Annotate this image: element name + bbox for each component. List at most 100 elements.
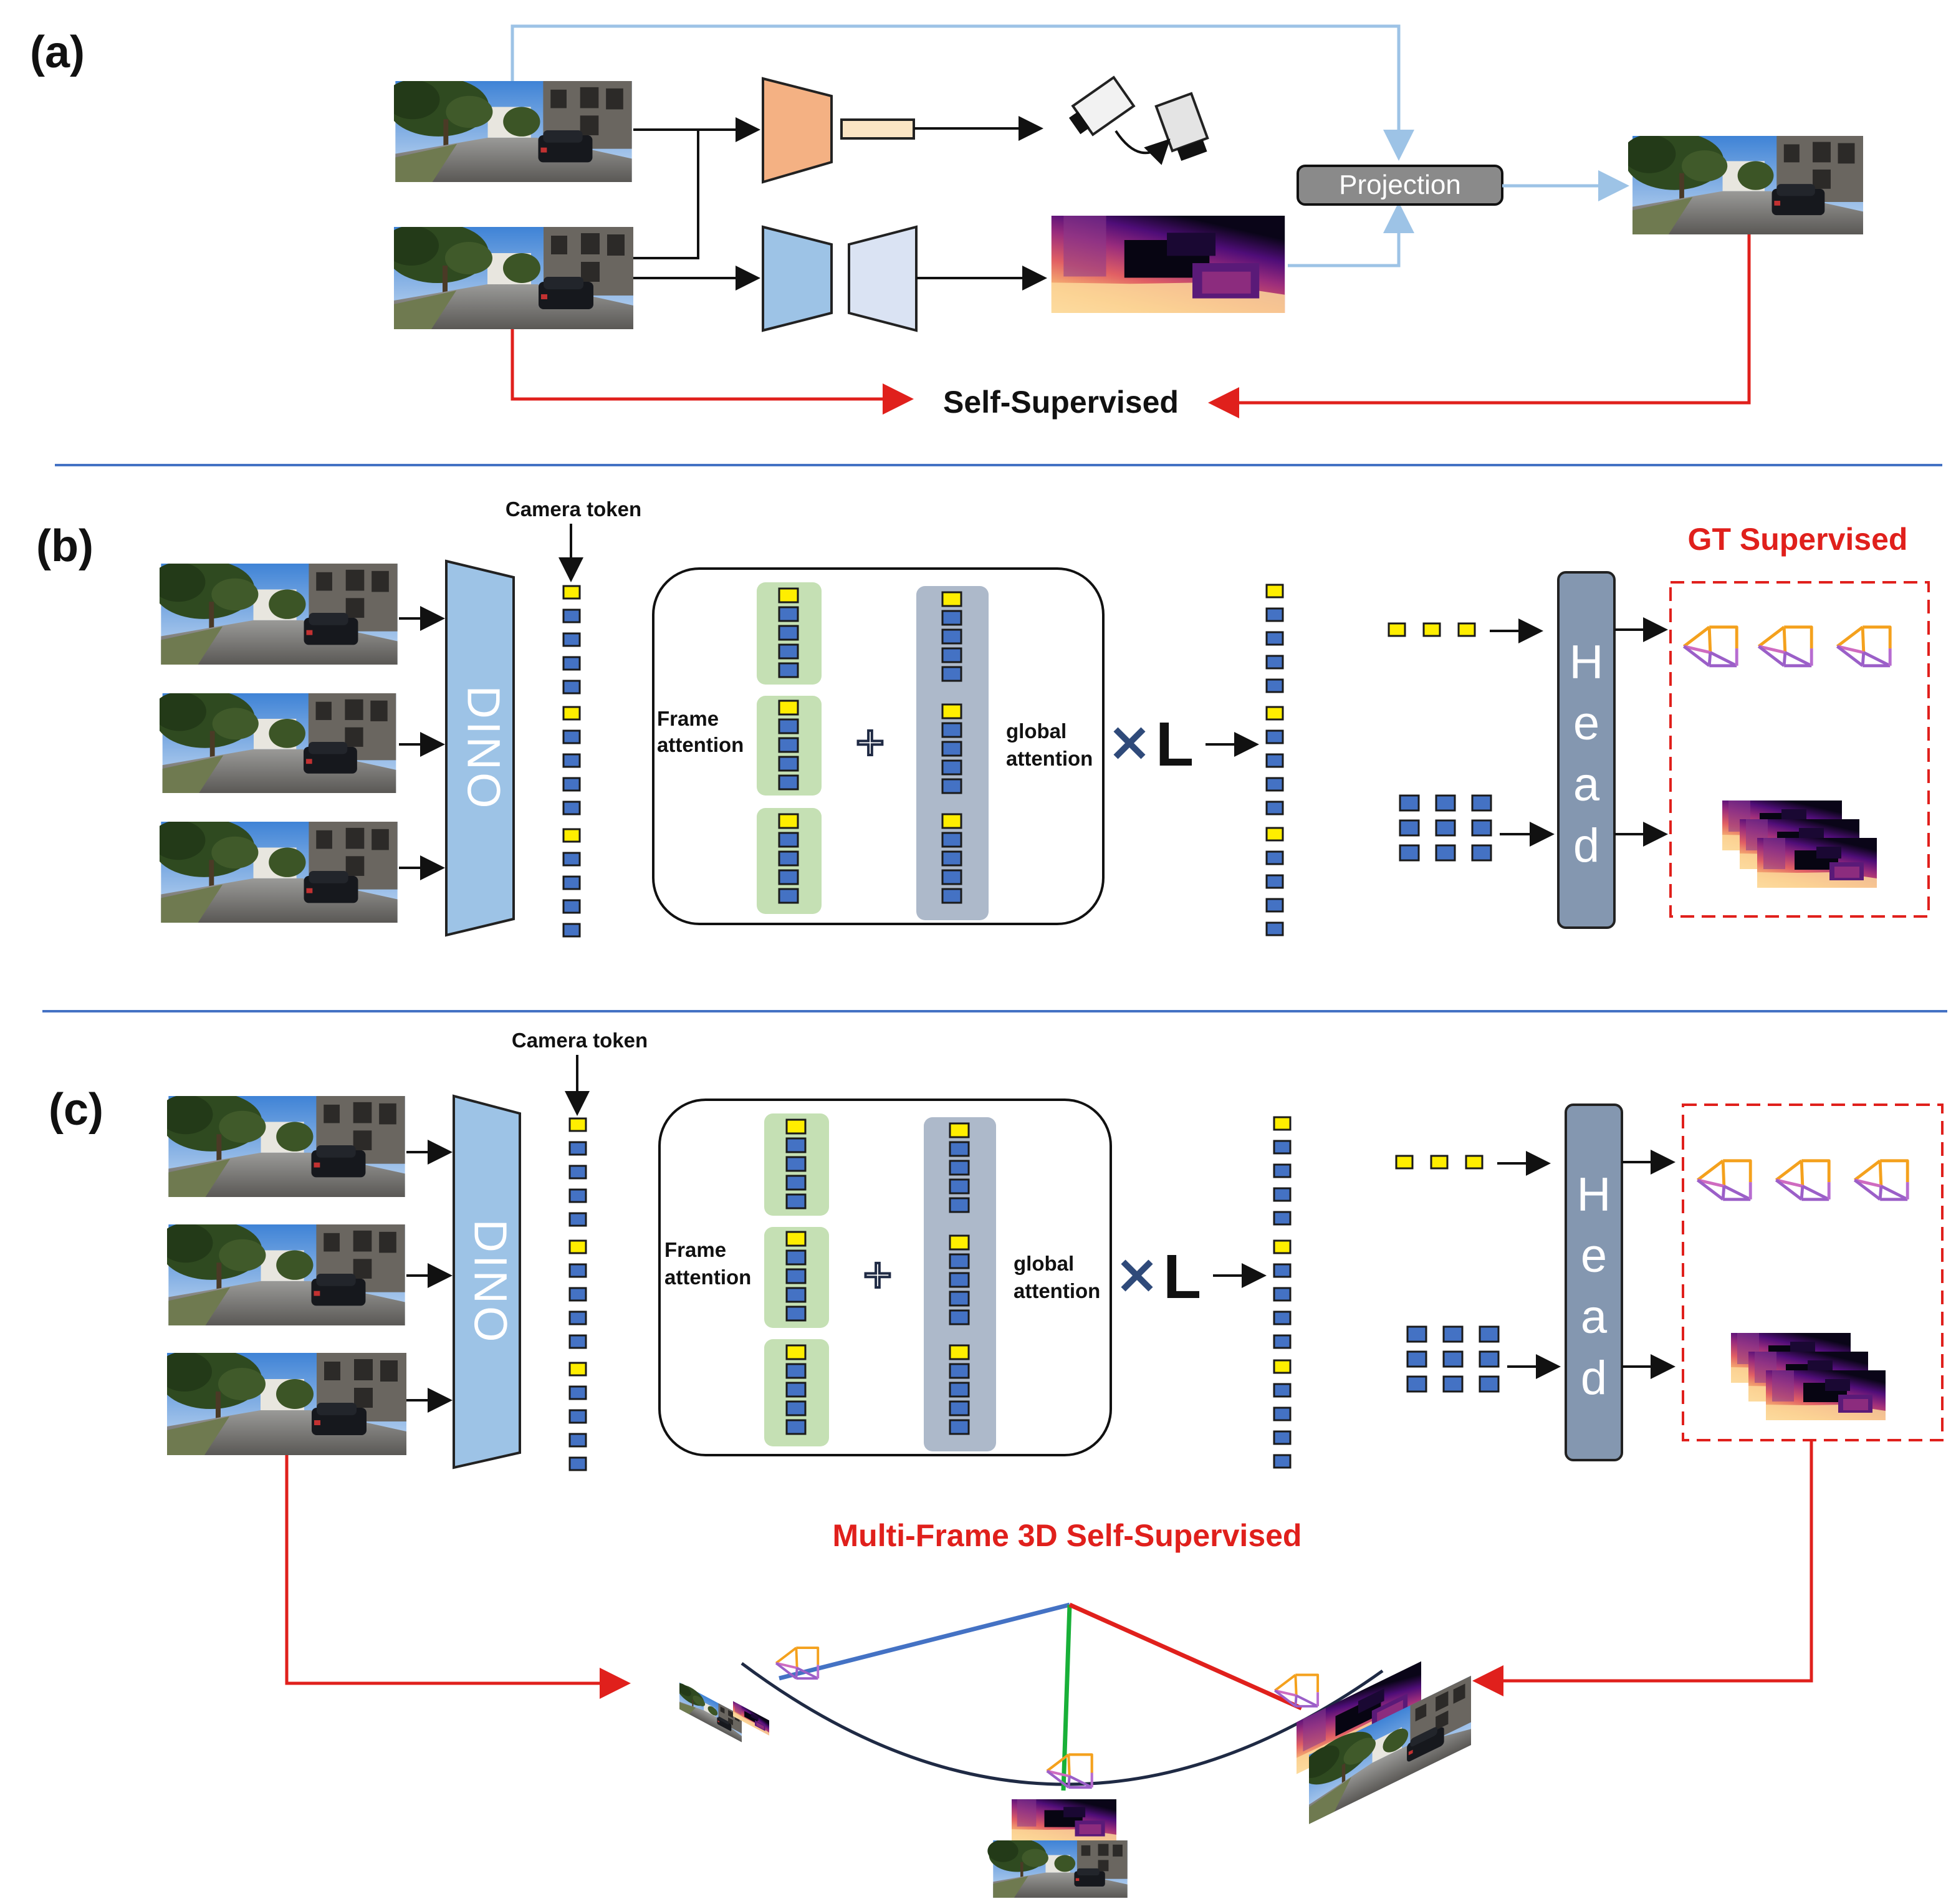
depth-encoder [762, 225, 833, 332]
warped-frame-left [679, 1680, 769, 1743]
patch-token [785, 1400, 807, 1416]
patch-token [778, 869, 799, 885]
patch-token [949, 1400, 970, 1416]
patch-token [1479, 1350, 1500, 1368]
patch-token [562, 923, 581, 938]
global-attention-label-1: global [1006, 719, 1067, 743]
patch-token [568, 1433, 587, 1448]
patch-token [941, 647, 962, 663]
patch-token [1273, 1454, 1292, 1469]
camera-token [1388, 622, 1406, 637]
camera-token [785, 1231, 807, 1247]
patch-token [941, 666, 962, 682]
camera-tokens-row [1388, 622, 1476, 637]
head-letter: e [1581, 1229, 1607, 1282]
attention-tokens [778, 587, 962, 904]
panel-b-label: (b) [36, 521, 93, 571]
patch-token [562, 632, 581, 647]
patch-token [785, 1268, 807, 1284]
camera-token [1265, 584, 1284, 599]
patch-token [785, 1175, 807, 1191]
depth-output [1766, 1370, 1886, 1420]
head-letter: a [1581, 1291, 1608, 1344]
camera-token [1395, 1155, 1414, 1170]
patch-token [1273, 1383, 1292, 1398]
camera-token [568, 1239, 587, 1254]
self-supervised-label: Self-Supervised [943, 385, 1179, 420]
patch-token [568, 1165, 587, 1180]
reconstructed-image [1628, 136, 1863, 234]
depth-map [1051, 216, 1285, 313]
patch-token [1273, 1187, 1292, 1202]
camera-token [562, 706, 581, 721]
camera-token [562, 828, 581, 843]
camera-trajectory [741, 1661, 1384, 1786]
patch-token [1406, 1375, 1427, 1393]
patch-token [941, 869, 962, 885]
patch-token [949, 1197, 970, 1213]
camera-token [1265, 706, 1284, 721]
target-image [394, 227, 633, 329]
gt-supervised-label: GT Supervised [1688, 522, 1908, 557]
patch-token [1273, 1211, 1292, 1226]
camera-token [949, 1122, 970, 1138]
panel-a: (a) Projection [30, 24, 1863, 420]
patch-token [1273, 1406, 1292, 1421]
patch-token [562, 753, 581, 768]
patch-token [1442, 1350, 1464, 1368]
global-attention-label-2: attention [1006, 747, 1093, 770]
patch-token [949, 1141, 970, 1157]
patch-token [568, 1456, 587, 1471]
camera-token [949, 1344, 970, 1360]
camera-token [1422, 622, 1441, 637]
camera-token [562, 585, 581, 600]
patch-token [941, 628, 962, 645]
camera-token [1465, 1155, 1484, 1170]
camera-token [949, 1234, 970, 1251]
patch-token [941, 888, 962, 904]
patch-token [562, 899, 581, 914]
patch-token [1273, 1140, 1292, 1155]
frame-attention-label-2: attention [657, 733, 744, 756]
patch-token [568, 1263, 587, 1278]
patch-token [949, 1253, 970, 1269]
camera-pose-icon [1758, 627, 1811, 666]
input-frame-3 [160, 822, 398, 923]
patch-token [778, 606, 799, 622]
patch-token [778, 756, 799, 772]
camera-token [785, 1118, 807, 1135]
camera-token [1430, 1155, 1449, 1170]
patch-token [568, 1409, 587, 1424]
patch-token [941, 741, 962, 757]
patch-token [949, 1178, 970, 1195]
patch-token [1442, 1375, 1464, 1393]
patch-token [1273, 1310, 1292, 1325]
patch-token [941, 610, 962, 626]
patch-token [568, 1287, 587, 1302]
camera-token [941, 591, 962, 607]
patch-token [562, 777, 581, 792]
patch-token [1435, 794, 1456, 812]
patch-token [778, 774, 799, 791]
patch-token [1265, 874, 1284, 889]
camera-token [568, 1117, 587, 1132]
depth-decoder [848, 225, 918, 332]
patch-token [941, 832, 962, 848]
plus-icon: + [856, 714, 885, 770]
patch-token [1406, 1350, 1427, 1368]
patch-token [1265, 753, 1284, 768]
patch-token [568, 1385, 587, 1400]
patch-token [778, 718, 799, 734]
head-letter: d [1573, 819, 1599, 872]
patch-token [785, 1305, 807, 1322]
camera-token [1273, 1359, 1292, 1374]
patch-token [562, 875, 581, 890]
gt-output-box [1669, 581, 1930, 918]
patch-token [1265, 729, 1284, 744]
patch-token [562, 656, 581, 671]
multi-frame-self-supervised-label: Multi-Frame 3D Self-Supervised [833, 1518, 1302, 1553]
patch-token [1435, 844, 1456, 862]
patch-token [1471, 844, 1492, 862]
prediction-head [1565, 1103, 1623, 1461]
